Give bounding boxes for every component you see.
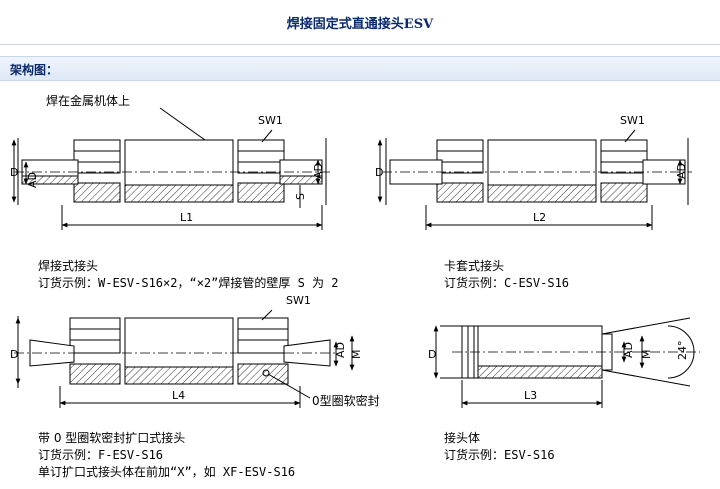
flared-caption: 带 0 型圈软密封扩口式接头 订货示例：F-ESV-S16 单订扩口式接头体在前…	[38, 430, 295, 481]
flared-sw-label: SW1	[286, 294, 311, 307]
ferrule-caption-order: 订货示例：C-ESV-S16	[444, 276, 570, 290]
ferrule-d-label: D	[375, 166, 383, 179]
ferrule-caption: 卡套式接头 订货示例：C-ESV-S16	[444, 258, 569, 292]
ferrule-sw-label: SW1	[620, 114, 645, 127]
weld-caption: 焊接式接头 订货示例：W-ESV-S16×2，“×2”焊接管的壁厚 S 为 2	[38, 258, 339, 292]
ferrule-ad-label: AD	[675, 163, 688, 179]
weld-d-label: D	[10, 166, 18, 179]
flared-m-label: M	[350, 350, 363, 360]
flared-caption-note: 单订扩口式接头体在前加“X”，如 XF-ESV-S16	[38, 465, 296, 479]
weld-fitting-diagram	[11, 107, 332, 230]
body-ad-label: AD	[622, 342, 635, 358]
body-d-label: D	[428, 348, 436, 361]
weld-ad-left-label: AD	[26, 172, 39, 188]
flared-d-label: D	[10, 348, 18, 361]
fitting-body-diagram	[433, 317, 700, 408]
flared-length-label: L4	[172, 389, 185, 402]
weld-length-label: L1	[180, 211, 193, 224]
ferrule-fitting-diagram	[377, 129, 692, 230]
flared-fitting-diagram	[14, 309, 355, 408]
weld-ad-right-label: AD	[312, 163, 325, 179]
ferrule-caption-title: 卡套式接头	[444, 259, 505, 273]
title-divider	[0, 44, 720, 45]
body-caption: 接头体 订货示例：ESV-S16	[444, 430, 555, 464]
page-title: 焊接固定式直通接头ESV	[286, 17, 434, 32]
body-m-label: M	[640, 350, 653, 360]
weld-caption-order: 订货示例：W-ESV-S16×2，“×2”焊接管的壁厚 S 为 2	[38, 276, 339, 290]
weld-s-label: S	[294, 193, 307, 200]
body-length-label: L3	[524, 389, 537, 402]
ferrule-length-label: L2	[533, 211, 546, 224]
weld-sw-label: SW1	[258, 114, 283, 127]
flared-caption-title: 带 0 型圈软密封扩口式接头	[38, 431, 186, 445]
flared-caption-order: 订货示例：F-ESV-S16	[38, 448, 164, 462]
section-label: 架构图：	[10, 63, 59, 77]
flared-ad-label: AD	[334, 342, 347, 358]
weld-caption-title: 焊接式接头	[38, 259, 99, 273]
body-caption-order: 订货示例：ESV-S16	[444, 448, 555, 462]
body-angle-label: 24°	[676, 341, 689, 361]
flared-callout: 0型圈软密封	[312, 393, 380, 408]
section-header: 架构图：	[0, 56, 720, 81]
weld-callout: 焊在金属机体上	[46, 93, 130, 108]
body-caption-title: 接头体	[444, 431, 481, 445]
